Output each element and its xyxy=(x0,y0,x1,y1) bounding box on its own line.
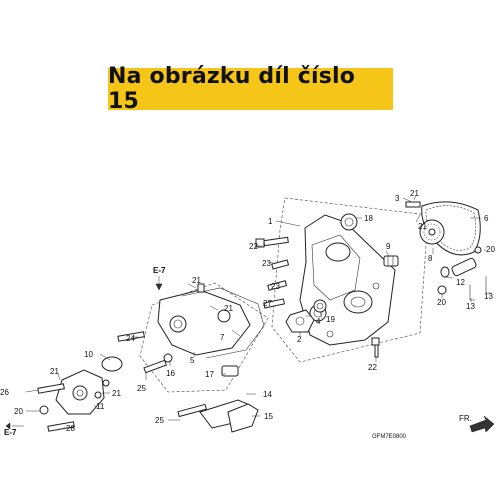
callout-24: 24 xyxy=(126,334,135,343)
callout-23a: 23 xyxy=(262,259,271,268)
rotor-icon xyxy=(285,309,315,333)
shaft-icon xyxy=(383,255,399,267)
part-15-icon xyxy=(227,403,259,433)
callout-3: 3 xyxy=(395,194,400,203)
small-pump-icon xyxy=(55,356,123,415)
callout-16: 16 xyxy=(166,369,175,378)
callout-9: 9 xyxy=(386,242,391,251)
washer-group-icon xyxy=(39,353,173,415)
callout-28: 28 xyxy=(66,424,75,433)
callout-25b: 25 xyxy=(155,416,164,425)
callout-17: 17 xyxy=(205,370,214,379)
title-banner: Na obrázku díl číslo 15 xyxy=(108,64,393,114)
arrow-icon: FR. xyxy=(459,414,495,433)
svg-text:E-7: E-7 xyxy=(4,428,17,437)
svg-text:E-7: E-7 xyxy=(153,266,166,275)
callout-21c: 21 xyxy=(192,276,201,285)
svg-text:FR.: FR. xyxy=(459,414,472,423)
callout-12: 12 xyxy=(456,278,465,287)
callout-1: 1 xyxy=(268,217,273,226)
callout-10: 10 xyxy=(84,350,93,359)
assembly-outline xyxy=(271,197,429,363)
gasket-icon xyxy=(181,287,265,359)
washer-icon-2 xyxy=(474,246,482,254)
callout-18: 18 xyxy=(364,214,373,223)
callout-20b: 20 xyxy=(437,298,446,307)
callout-20c: 20 xyxy=(14,407,23,416)
callout-2: 2 xyxy=(297,335,302,344)
washer-icon xyxy=(437,285,447,295)
callout-22a: 22 xyxy=(249,242,258,251)
callout-4: 4 xyxy=(316,317,321,326)
callout-22b: 22 xyxy=(368,363,377,372)
callout-25a: 25 xyxy=(137,384,146,393)
callout-11: 11 xyxy=(96,402,105,411)
seal-icon xyxy=(340,213,358,231)
callout-21d: 21 xyxy=(224,304,233,313)
callout-21a: 21 xyxy=(410,189,419,198)
callout-8: 8 xyxy=(428,254,433,263)
callout-21f: 21 xyxy=(112,389,121,398)
rotor-shaft-icon xyxy=(440,257,477,278)
ref-e7-bottom: E-7 xyxy=(4,422,24,437)
pump-cover-icon xyxy=(157,289,251,356)
callout-27: 27 xyxy=(263,299,272,308)
banner-text: Na obrázku díl číslo 15 xyxy=(108,64,356,114)
bolt-icon xyxy=(37,201,421,432)
callout-13b: 13 xyxy=(484,292,493,301)
callout-13a: 13 xyxy=(466,302,475,311)
callout-labels: 1 2 3 4 5 6 7 8 9 10 11 12 13 13 14 15 1… xyxy=(0,189,495,433)
leader-lines xyxy=(25,195,487,429)
callout-26: 26 xyxy=(0,388,9,397)
diagram-code: GFM7E0800 xyxy=(372,434,407,440)
callout-6: 6 xyxy=(484,214,489,223)
ref-e7-top: E-7 xyxy=(153,266,166,291)
callout-20a: 20 xyxy=(486,245,495,254)
callout-23b: 23 xyxy=(271,282,280,291)
gear-icon xyxy=(313,299,327,313)
callout-19: 19 xyxy=(326,315,335,324)
pump-assembly-outline xyxy=(139,282,269,393)
pin-icon xyxy=(469,278,491,301)
pump-body-icon xyxy=(299,214,396,346)
sprocket-icon xyxy=(419,219,445,245)
callout-7: 7 xyxy=(220,333,225,342)
callout-21e: 21 xyxy=(50,367,59,376)
callout-5: 5 xyxy=(190,356,195,365)
callout-14: 14 xyxy=(263,390,272,399)
callout-15: 15 xyxy=(264,412,273,421)
callout-21b: 21 xyxy=(418,222,427,231)
